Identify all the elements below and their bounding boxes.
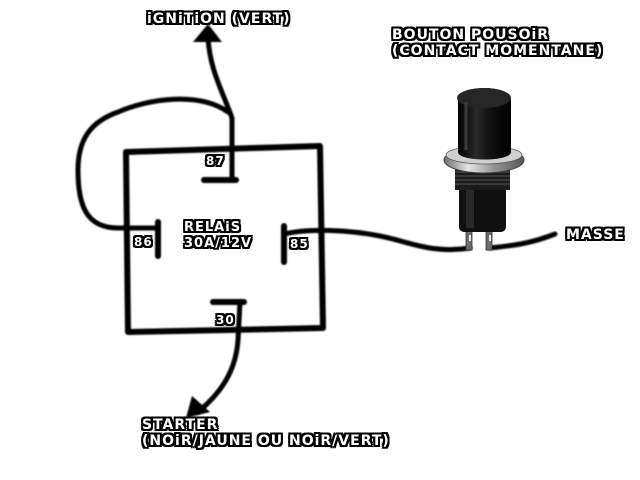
ground-label: MASSE [566,227,625,243]
relay-name-label: RELAiS [184,220,242,235]
starter-title: STARTER [142,417,219,433]
starter-wire [195,299,243,415]
pin-30-label: 30 [216,313,235,327]
ignition-wire [205,35,235,183]
push-button-icon [443,88,525,251]
arrow-up-icon [193,24,222,42]
relay-rating-label: 30A/12V [184,236,253,251]
ground-wire [486,231,558,251]
ignition-label: iGNiTiON (VERT) [147,11,291,27]
button-subtitle: (CONTACT MOMENTANE) [392,43,604,59]
pin-87-label: 87 [206,154,225,168]
wire-85-to-button [281,227,473,253]
relay-box [123,143,326,335]
loop-wire-86 [75,96,231,231]
pin-85-label: 85 [290,237,309,251]
pin-86-label: 86 [134,235,153,249]
arrow-down-left-icon [186,396,210,418]
button-title: BOUTON POUSOiR [392,27,550,43]
starter-subtitle: (NOiR/JAUNE OU NOiR/VERT) [142,433,390,449]
